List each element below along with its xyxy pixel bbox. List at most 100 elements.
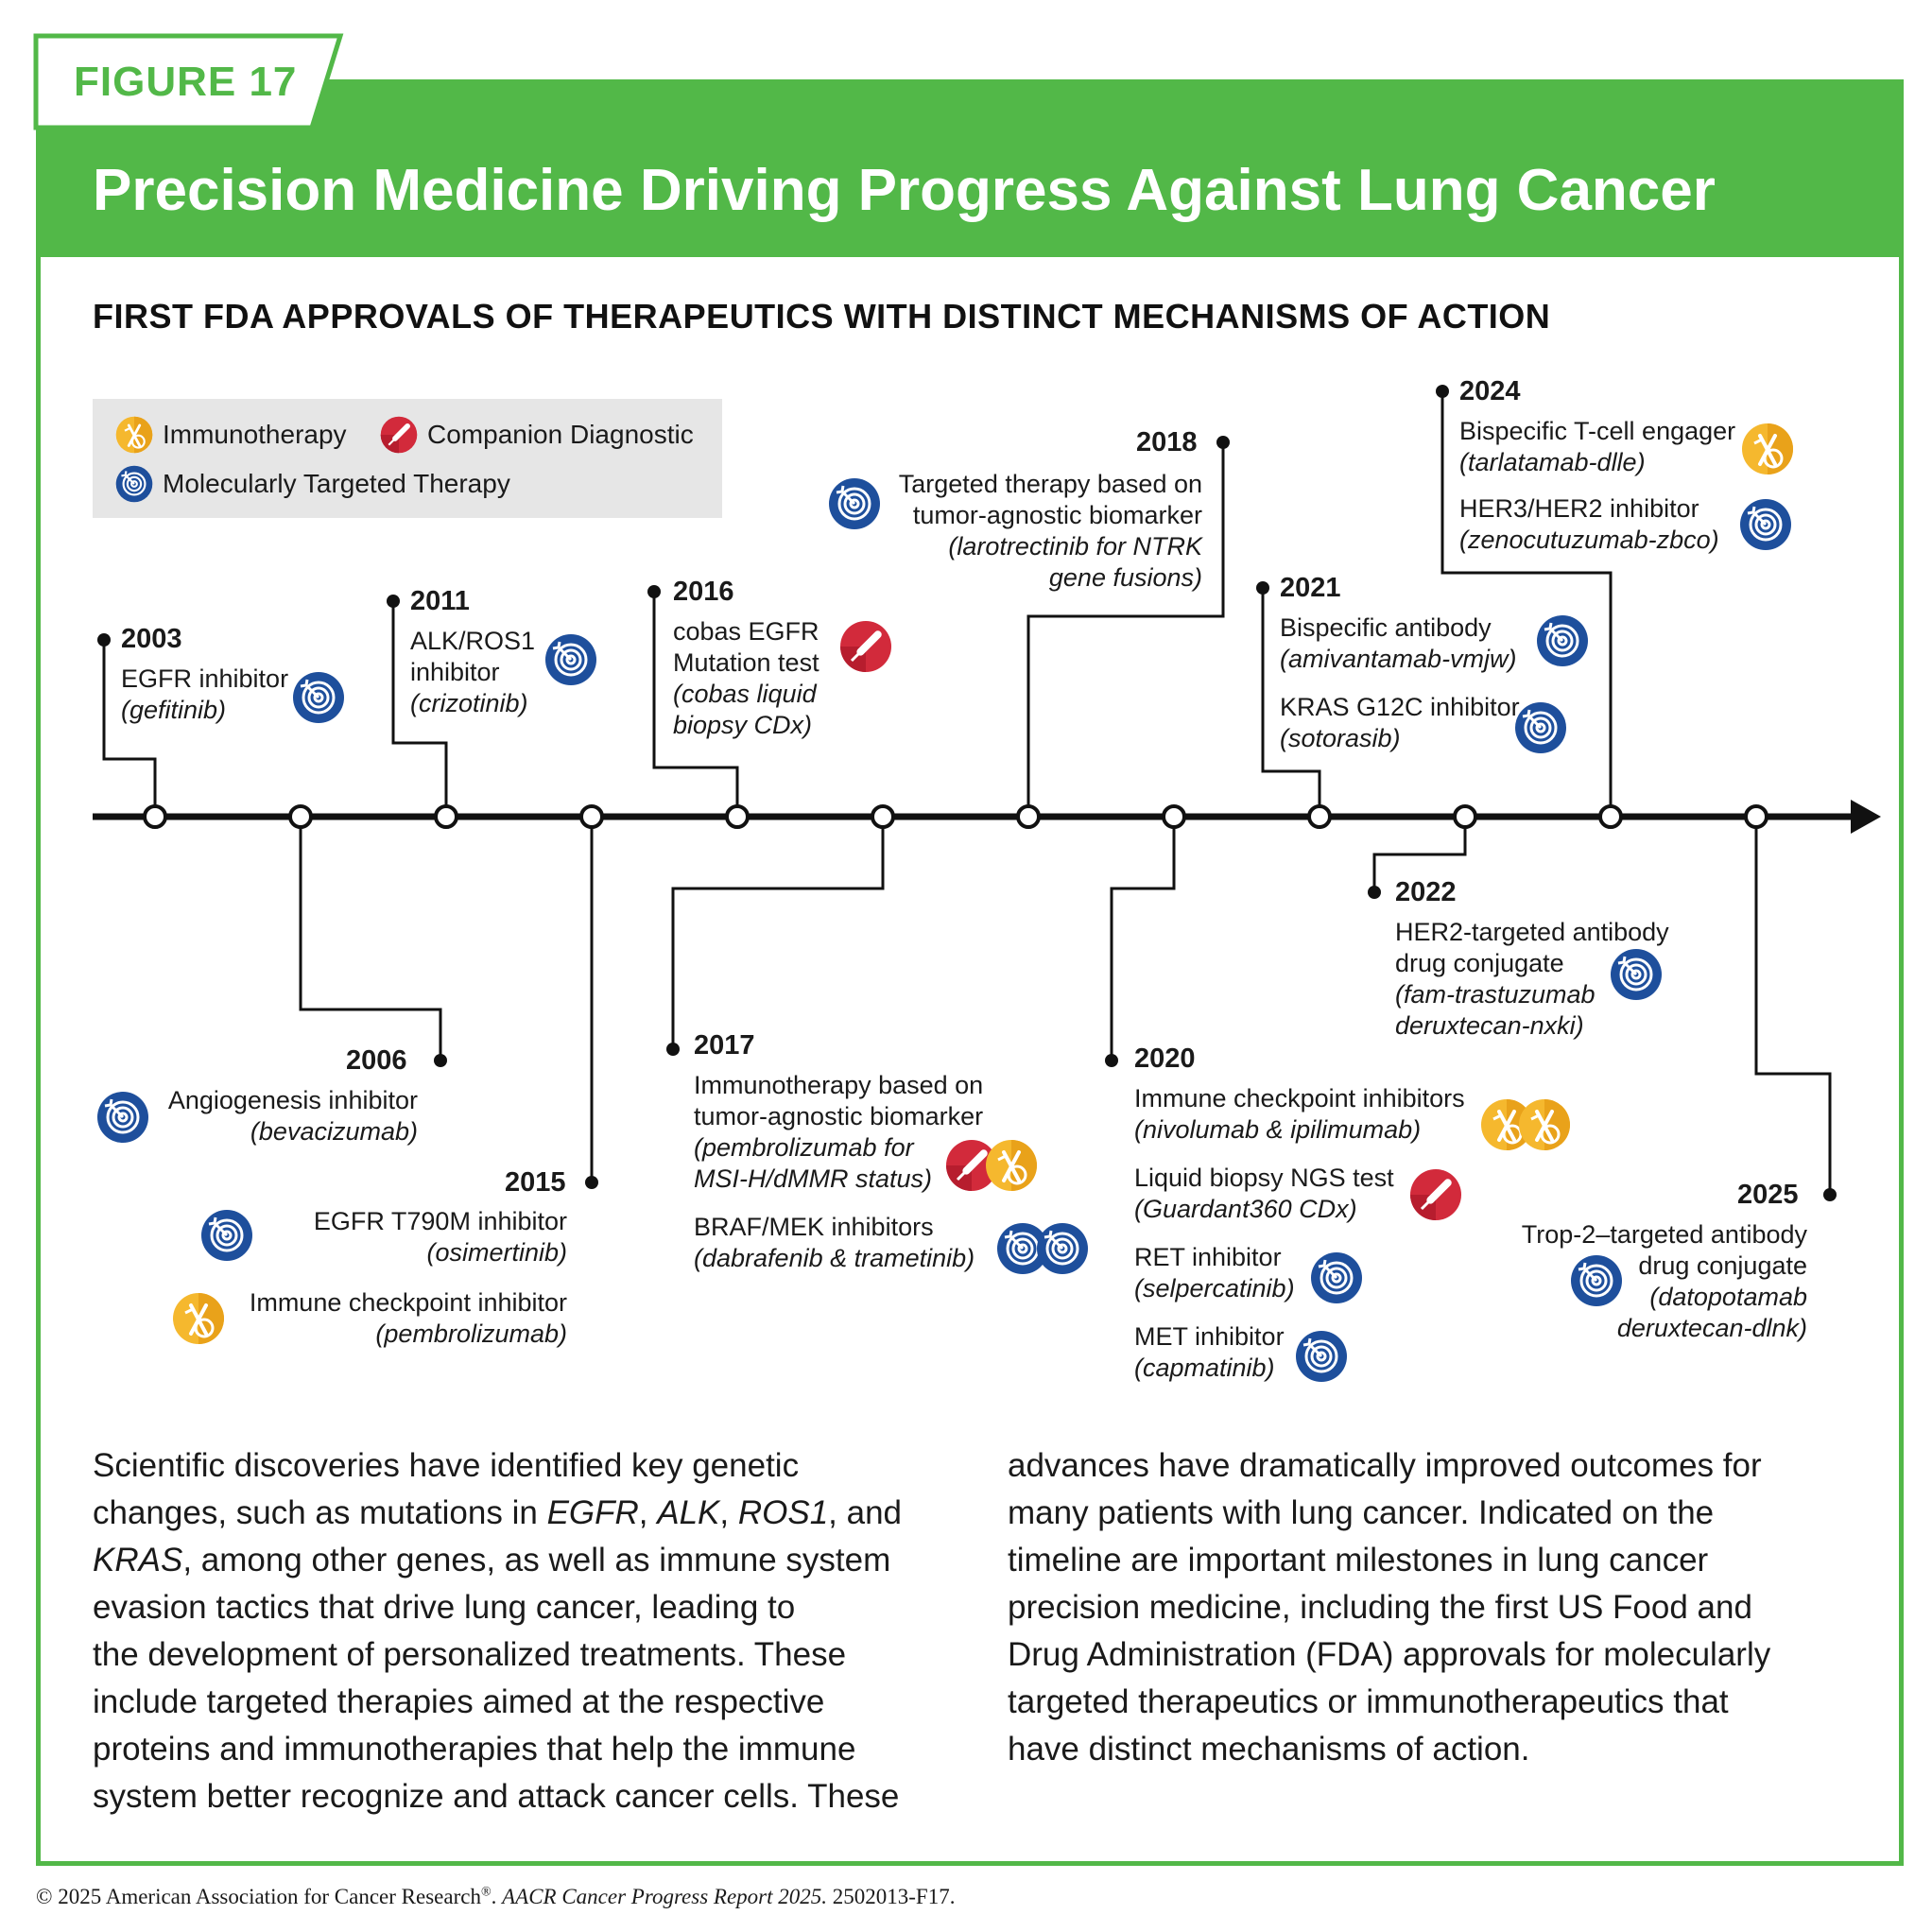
gene-name: EGFR — [546, 1494, 639, 1531]
companion-diagnostic-icon — [838, 619, 893, 674]
drug-name: (pembrolizumab for — [694, 1133, 914, 1162]
milestone-2017-targeted: BRAF/MEK inhibitors (dabrafenib & tramet… — [694, 1212, 975, 1274]
year-2020: 2020 — [1134, 1044, 1196, 1074]
legend-label: Immunotherapy — [163, 420, 347, 449]
targeted-therapy-icon — [1035, 1221, 1090, 1276]
drug-name: (selpercatinib) — [1134, 1274, 1295, 1302]
drug-name: MSI-H/dMMR status) — [694, 1164, 933, 1193]
year-2016: 2016 — [673, 577, 734, 607]
milestone-text: RET inhibitor — [1134, 1243, 1282, 1271]
targeted-therapy-icon — [1309, 1251, 1364, 1305]
drug-name: (amivantamab-vmjw) — [1280, 645, 1517, 673]
drug-name: (sotorasib) — [1280, 724, 1401, 752]
milestone-2006: Angiogenesis inhibitor (bevacizumab) — [151, 1085, 418, 1147]
milestone-text: MET inhibitor — [1134, 1322, 1285, 1351]
milestone-text: Liquid biopsy NGS test — [1134, 1164, 1394, 1192]
milestone-text: HER2-targeted antibody — [1395, 918, 1669, 946]
milestone-text: Immune checkpoint inhibitor — [249, 1288, 567, 1317]
milestone-2025: Trop-2–targeted antibody drug conjugate … — [1475, 1219, 1807, 1344]
milestone-text: drug conjugate — [1395, 949, 1564, 977]
milestone-text: inhibitor — [410, 658, 500, 686]
milestone-2020-checkpoint: Immune checkpoint inhibitors (nivolumab … — [1134, 1083, 1465, 1146]
drug-name: (crizotinib) — [410, 689, 528, 717]
year-2022: 2022 — [1395, 877, 1457, 907]
milestone-2020-liquid-biopsy: Liquid biopsy NGS test (Guardant360 CDx) — [1134, 1163, 1394, 1225]
milestone-text: Trop-2–targeted antibody — [1521, 1220, 1807, 1249]
drug-name: (nivolumab & ipilimumab) — [1134, 1115, 1422, 1144]
immunotherapy-icon — [1517, 1097, 1572, 1152]
immunotherapy-icon — [984, 1138, 1039, 1193]
milestone-2003: EGFR inhibitor (gefitinib) — [121, 664, 288, 726]
milestone-text: Mutation test — [673, 648, 819, 677]
legend-label: Companion Diagnostic — [427, 420, 694, 449]
year-2003: 2003 — [121, 624, 182, 654]
gene-name: ALK — [657, 1494, 720, 1531]
timeline-nodes — [143, 804, 1768, 829]
body-text-column-2: advances have dramatically improved outc… — [1008, 1442, 1858, 1773]
year-2006: 2006 — [346, 1045, 407, 1076]
milestone-text: Immune checkpoint inhibitors — [1134, 1084, 1465, 1113]
milestone-text: Bispecific antibody — [1280, 613, 1492, 642]
year-2011: 2011 — [410, 586, 470, 616]
milestone-text: Bispecific T-cell engager — [1459, 417, 1736, 445]
immunotherapy-icon — [171, 1291, 226, 1346]
milestone-text: tumor-agnostic biomarker — [694, 1102, 984, 1130]
targeted-therapy-icon — [1535, 613, 1590, 668]
body-line: advances have dramatically improved outc… — [1008, 1447, 1762, 1484]
milestone-text: tumor-agnostic biomarker — [912, 501, 1202, 529]
legend: Immunotherapy Companion Diagnostic Molec… — [93, 399, 722, 518]
milestone-2024-tcell-engager: Bispecific T-cell engager (tarlatamab-dl… — [1459, 416, 1735, 478]
year-2021: 2021 — [1280, 573, 1341, 603]
milestone-text: drug conjugate — [1638, 1251, 1807, 1280]
body-line: Drug Administration (FDA) approvals for … — [1008, 1636, 1771, 1673]
milestone-2016: cobas EGFR Mutation test (cobas liquid b… — [673, 616, 819, 741]
milestone-2018: Targeted therapy based on tumor-agnostic… — [851, 469, 1202, 594]
drug-name: (gefitinib) — [121, 696, 227, 724]
drug-name: (datopotamab — [1649, 1283, 1807, 1311]
drug-name: deruxtecan-nxki) — [1395, 1011, 1584, 1040]
timeline-subtitle: FIRST FDA APPROVALS OF THERAPEUTICS WITH… — [93, 297, 1551, 336]
drug-name: (dabrafenib & trametinib) — [694, 1244, 975, 1272]
body-line: include targeted therapies aimed at the … — [93, 1683, 825, 1720]
body-line: KRAS, among other genes, as well as immu… — [93, 1542, 891, 1578]
gene-name: ROS1 — [737, 1494, 829, 1531]
milestone-text: KRAS G12C inhibitor — [1280, 693, 1520, 721]
drug-name: biopsy CDx) — [673, 711, 813, 739]
body-line: Scientific discoveries have identified k… — [93, 1447, 800, 1484]
body-line: targeted therapeutics or immunotherapeut… — [1008, 1683, 1729, 1720]
body-line: changes, such as mutations in EGFR, ALK,… — [93, 1494, 903, 1531]
figure-label: FIGURE 17 — [74, 59, 298, 105]
drug-name: (tarlatamab-dlle) — [1459, 448, 1646, 476]
milestone-text: EGFR inhibitor — [121, 664, 289, 693]
milestone-2021-kras: KRAS G12C inhibitor (sotorasib) — [1280, 692, 1520, 754]
drug-name: (osimertinib) — [426, 1238, 567, 1267]
targeted-therapy-icon — [1294, 1329, 1349, 1384]
companion-diagnostic-icon — [1408, 1167, 1463, 1222]
drug-name: (bevacizumab) — [250, 1117, 418, 1146]
year-2024: 2024 — [1459, 376, 1521, 406]
body-line: proteins and immunotherapies that help t… — [93, 1731, 856, 1768]
body-text-column-1: Scientific discoveries have identified k… — [93, 1442, 972, 1820]
milestone-2015-immuno: Immune checkpoint inhibitor (pembrolizum… — [227, 1287, 567, 1350]
milestone-text: Immunotherapy based on — [694, 1071, 984, 1099]
body-line: have distinct mechanisms of action. — [1008, 1731, 1530, 1768]
page-title: Precision Medicine Driving Progress Agai… — [93, 158, 1716, 223]
milestone-2021-bispecific: Bispecific antibody (amivantamab-vmjw) — [1280, 612, 1517, 675]
drug-name: (Guardant360 CDx) — [1134, 1195, 1357, 1223]
drug-name: (cobas liquid — [673, 680, 817, 708]
gene-name: KRAS — [93, 1542, 183, 1578]
title-banner — [36, 79, 1904, 257]
milestone-2017-immuno: Immunotherapy based on tumor-agnostic bi… — [694, 1070, 983, 1195]
year-2015: 2015 — [505, 1167, 566, 1198]
report-title: AACR Cancer Progress Report 2025. — [502, 1885, 827, 1908]
year-2025: 2025 — [1737, 1180, 1799, 1210]
milestone-2011: ALK/ROS1 inhibitor (crizotinib) — [410, 626, 535, 719]
connector-lines — [102, 391, 1832, 1195]
drug-name: gene fusions) — [1048, 563, 1202, 592]
targeted-therapy-icon — [543, 632, 598, 687]
milestone-text: EGFR T790M inhibitor — [313, 1207, 567, 1235]
milestone-2024-her3: HER3/HER2 inhibitor (zenocutuzumab-zbco) — [1459, 493, 1719, 556]
targeted-therapy-icon — [95, 1090, 150, 1145]
milestone-text: cobas EGFR — [673, 617, 819, 646]
copyright-footer: © 2025 American Association for Cancer R… — [36, 1885, 956, 1908]
